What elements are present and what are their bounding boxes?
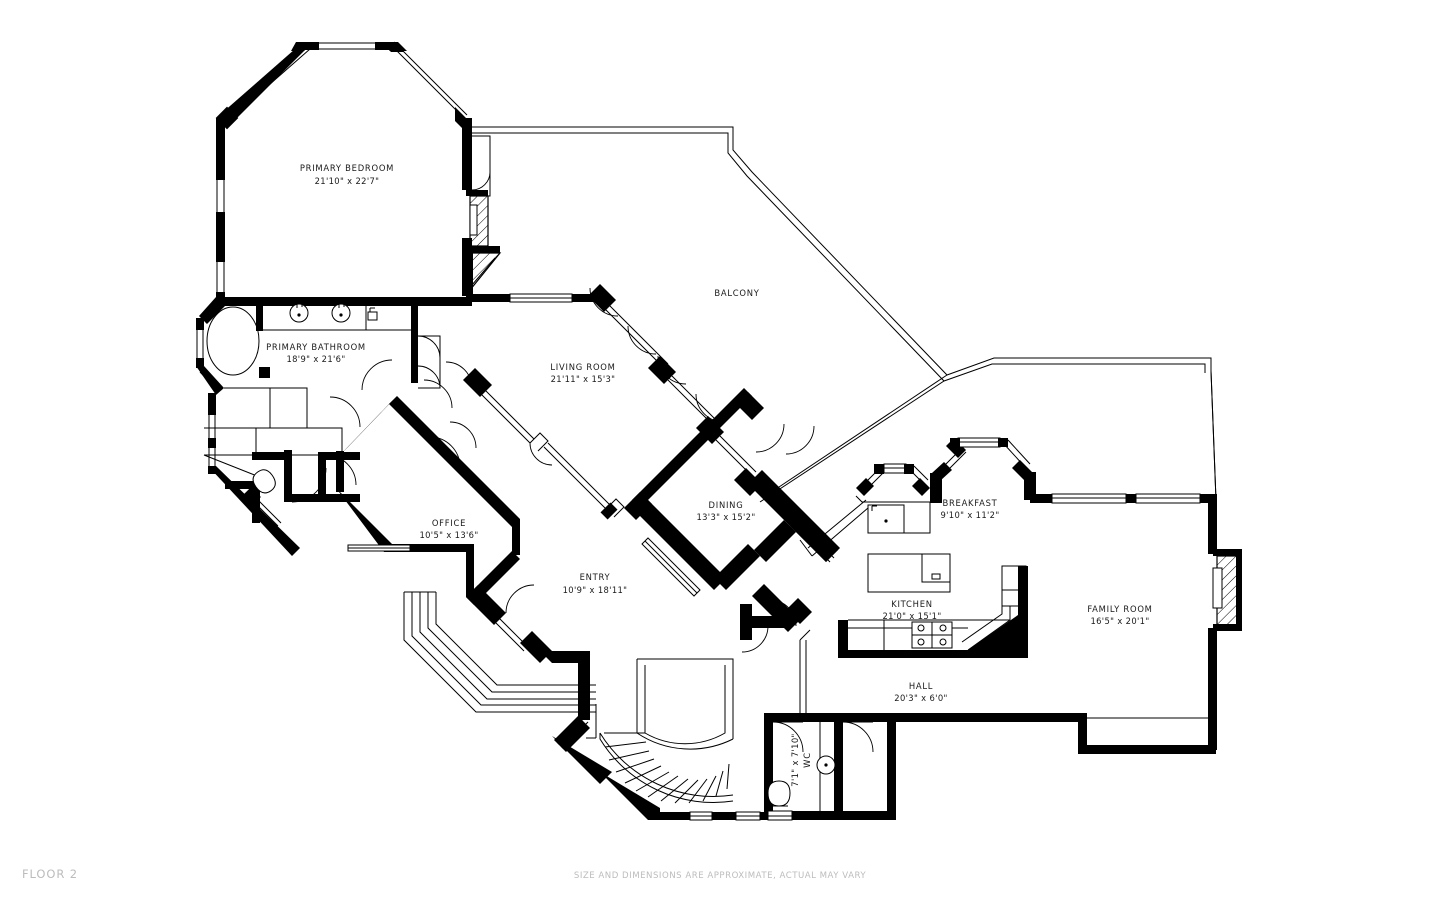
room-dimensions: 13'3" x 15'2" bbox=[696, 512, 755, 522]
kitchen-fixtures bbox=[838, 553, 1028, 658]
fireplace-hatch-upper bbox=[466, 190, 502, 297]
room-dimensions: 10'5" x 13'6" bbox=[419, 530, 478, 540]
room-name: PRIMARY BATHROOM bbox=[266, 342, 366, 352]
balcony-outline bbox=[468, 126, 1217, 503]
floor-label: FLOOR 2 bbox=[22, 867, 78, 881]
breakfast-walls bbox=[930, 437, 1217, 504]
dining-walls bbox=[636, 470, 840, 597]
room-name: HALL bbox=[909, 681, 933, 691]
south-exterior-wall bbox=[652, 811, 768, 821]
family-room-walls bbox=[1086, 500, 1242, 719]
room-dimensions: 21'10" x 22'7" bbox=[315, 176, 380, 186]
room-dimensions: 20'3" x 6'0" bbox=[894, 693, 947, 703]
entry-walls bbox=[403, 584, 660, 820]
butlers-pantry bbox=[799, 463, 931, 557]
primary-bathroom-walls bbox=[196, 297, 441, 556]
room-labels: PRIMARY BEDROOM 21'10" x 22'7" PRIMARY B… bbox=[266, 163, 1152, 787]
room-name: LIVING ROOM bbox=[550, 362, 615, 372]
room-name: FAMILY ROOM bbox=[1087, 604, 1152, 614]
living-room-walls bbox=[463, 284, 815, 520]
room-label-primary-bedroom: PRIMARY BEDROOM 21'10" x 22'7" bbox=[300, 163, 394, 186]
room-dimensions: 7'1" x 7'10" bbox=[790, 733, 800, 786]
room-label-entry: ENTRY 10'9" x 18'11" bbox=[563, 572, 628, 595]
room-label-primary-bathroom: PRIMARY BATHROOM 18'9" x 21'6" bbox=[266, 342, 366, 364]
room-name: KITCHEN bbox=[891, 599, 933, 609]
room-name: WC bbox=[802, 752, 812, 768]
room-label-living-room: LIVING ROOM 21'11" x 15'3" bbox=[550, 362, 615, 384]
room-name: ENTRY bbox=[580, 572, 611, 582]
disclaimer-text: SIZE AND DIMENSIONS ARE APPROXIMATE, ACT… bbox=[573, 871, 867, 881]
room-name: PRIMARY BEDROOM bbox=[300, 163, 394, 173]
room-label-family-room: FAMILY ROOM 16'5" x 20'1" bbox=[1087, 604, 1152, 626]
room-dimensions: 9'10" x 11'2" bbox=[940, 510, 999, 520]
room-label-kitchen: KITCHEN 21'0" x 15'1" bbox=[882, 599, 941, 621]
room-label-office: OFFICE 10'5" x 13'6" bbox=[419, 518, 478, 540]
office-walls bbox=[336, 396, 520, 605]
room-dimensions: 16'5" x 20'1" bbox=[1090, 616, 1149, 626]
room-dimensions: 21'11" x 15'3" bbox=[551, 374, 616, 384]
room-name: BALCONY bbox=[714, 288, 759, 298]
room-label-hall: HALL 20'3" x 6'0" bbox=[894, 681, 947, 703]
primary-bedroom-walls bbox=[215, 41, 491, 306]
room-name: OFFICE bbox=[432, 518, 466, 528]
closet-walls bbox=[225, 359, 473, 523]
room-label-balcony: BALCONY bbox=[714, 288, 759, 298]
room-dimensions: 21'0" x 15'1" bbox=[882, 611, 941, 621]
room-name: DINING bbox=[709, 500, 744, 510]
room-dimensions: 18'9" x 21'6" bbox=[286, 354, 345, 364]
room-dimensions: 10'9" x 18'11" bbox=[563, 585, 628, 595]
staircase bbox=[586, 658, 734, 804]
room-label-dining: DINING 13'3" x 15'2" bbox=[696, 500, 755, 522]
room-name: BREAKFAST bbox=[942, 498, 997, 508]
room-label-wc: WC 7'1" x 7'10" bbox=[790, 733, 812, 786]
room-label-breakfast: BREAKFAST 9'10" x 11'2" bbox=[940, 498, 999, 520]
wc-walls bbox=[764, 713, 896, 821]
